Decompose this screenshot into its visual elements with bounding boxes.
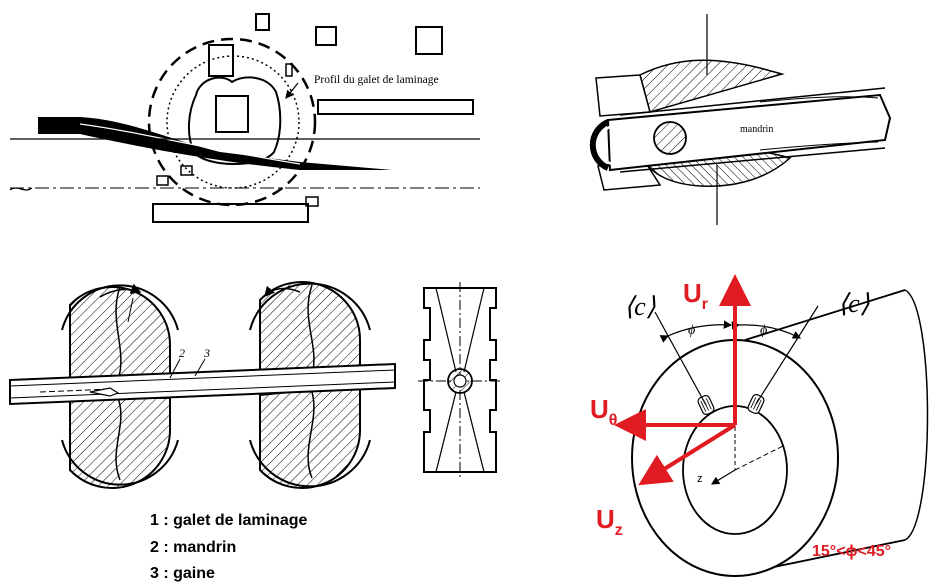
angle-range-label: 15°<ϕ<45° bbox=[812, 543, 891, 560]
number-1: 1 bbox=[130, 283, 136, 297]
pilger-cross-section bbox=[9, 281, 396, 489]
u-theta-label: Uθ bbox=[590, 394, 617, 429]
legend-item-2: 2 : mandrin bbox=[150, 539, 236, 556]
z-small-label: z bbox=[697, 473, 703, 485]
phi-label-left: ϕ bbox=[688, 323, 695, 338]
c-axis-label-right: ⟨c⟩ bbox=[838, 289, 870, 318]
phi-label-right: ϕ bbox=[760, 323, 767, 338]
rolling-schematic bbox=[9, 13, 480, 223]
number-3: 3 bbox=[203, 346, 210, 360]
u-r-label: Ur bbox=[683, 278, 708, 313]
roll-profile-label: Profil du galet de laminage bbox=[314, 74, 439, 86]
u-z-label: Uz bbox=[596, 504, 623, 539]
mandrel-label: mandrin bbox=[740, 124, 773, 135]
c-axis-label-left: ⟨c⟩ bbox=[624, 292, 656, 321]
number-2: 2 bbox=[179, 346, 185, 360]
mandrel-drawing bbox=[589, 14, 892, 225]
legend-item-1: 1 : galet de laminage bbox=[150, 512, 307, 529]
die-end-view bbox=[418, 282, 502, 480]
tube-orientation-diagram bbox=[614, 274, 929, 577]
legend-item-3: 3 : gaine bbox=[150, 565, 215, 582]
